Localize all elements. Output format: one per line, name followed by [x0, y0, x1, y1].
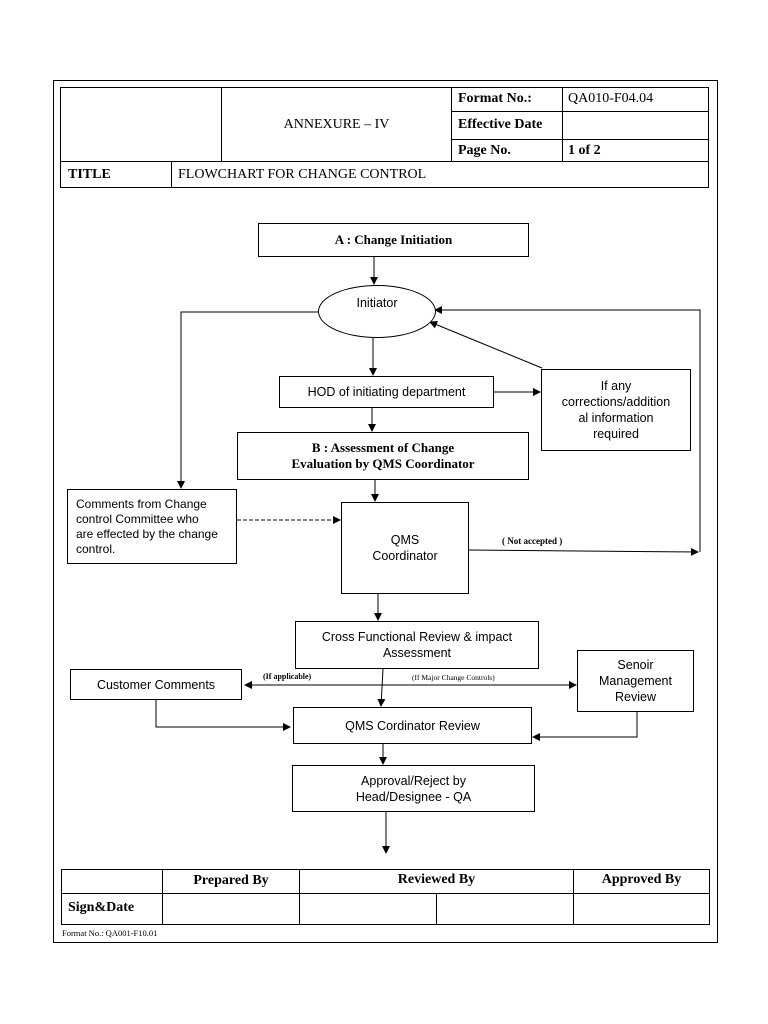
if-applicable-label: (If applicable)	[263, 672, 312, 681]
change-initiation-text: A : Change Initiation	[334, 232, 453, 247]
approval-line-1: Approval/Reject by	[361, 773, 466, 788]
footer-format-no: Format No.: QA001-F10.01	[62, 928, 158, 938]
reviewed-by-label: Reviewed By	[397, 872, 476, 887]
corrections-box: If any corrections/addition al informati…	[541, 369, 691, 451]
arrow-initiator-to-comments	[177, 311, 318, 489]
title-value-cell	[171, 161, 709, 188]
corrections-line-4: required	[593, 427, 639, 441]
reviewed-sign-field-1[interactable]	[299, 893, 437, 925]
cross-functional-box: Cross Functional Review & impact Assessm…	[295, 621, 539, 669]
page-frame	[53, 80, 718, 943]
committee-line-4: control.	[76, 541, 116, 556]
arrow-corrections-to-initiator	[429, 320, 543, 369]
prepared-sign-field[interactable]	[162, 893, 300, 925]
qms-review-text: QMS Cordinator Review	[345, 718, 480, 733]
format-label: Format No.:	[458, 91, 532, 106]
arrow-loop-to-initiator	[434, 306, 701, 552]
cross-line-1: Cross Functional Review & impact	[321, 630, 513, 644]
assessment-line-1: B : Assessment of Change	[311, 440, 455, 455]
reviewed-sign-field-2[interactable]	[436, 893, 574, 925]
customer-comments-box: Customer Comments	[70, 669, 242, 700]
arrow-qms-not-accepted	[468, 547, 699, 556]
assessment-line-2: Evaluation by QMS Coordinator	[291, 456, 475, 471]
committee-line-2: control Committee who	[76, 511, 199, 526]
initiator-text: Initiator	[356, 296, 398, 310]
prepared-by-label: Prepared By	[193, 873, 269, 888]
approved-by-label: Approved By	[601, 872, 682, 887]
senior-line-3: Review	[615, 690, 656, 704]
hod-box: HOD of initiating department	[279, 376, 494, 408]
annexure-label: ANNEXURE – IV	[283, 117, 390, 132]
senior-line-1: Senoir	[617, 658, 654, 672]
change-initiation-box: A : Change Initiation	[258, 223, 529, 257]
corrections-line-1: If any	[600, 379, 632, 393]
qms-line-1: QMS	[390, 533, 420, 547]
qms-coordinator-box: QMS Coordinator	[341, 502, 469, 594]
approval-box: Approval/Reject by Head/Designee - QA	[292, 765, 535, 812]
cross-line-2: Assessment	[382, 646, 452, 660]
page-no-label: Page No.	[458, 143, 511, 158]
arrow-cross-to-review	[377, 668, 386, 707]
not-accepted-label: ( Not accepted )	[502, 536, 563, 546]
approved-sign-field[interactable]	[573, 893, 710, 925]
format-value: QA010-F04.04	[568, 91, 654, 106]
committee-line-3: are effected by the change	[76, 526, 218, 541]
corrections-line-3: al information	[578, 411, 654, 425]
senior-line-2: Management	[599, 674, 672, 688]
signoff-blank-header	[61, 869, 163, 894]
committee-comments-box: Comments from Change control Committee w…	[67, 489, 237, 564]
qms-line-2: Coordinator	[372, 549, 438, 563]
hod-text: HOD of initiating department	[307, 385, 466, 399]
effective-date-label: Effective Date	[458, 117, 543, 132]
title-label: TITLE	[68, 167, 111, 182]
approval-line-2: Head/Designee - QA	[355, 789, 472, 804]
committee-line-1: Comments from Change	[76, 496, 207, 511]
initiator-ellipse: Initiator	[318, 285, 436, 338]
assessment-box: B : Assessment of Change Evaluation by Q…	[237, 432, 529, 480]
arrow-customer-to-review	[155, 700, 291, 731]
qms-review-box: QMS Cordinator Review	[293, 707, 532, 744]
senior-review-box: Senoir Management Review	[577, 650, 694, 712]
title-value: FLOWCHART FOR CHANGE CONTROL	[178, 167, 427, 182]
customer-comments-text: Customer Comments	[96, 677, 216, 692]
if-major-label: (If Major Change Controls)	[412, 673, 495, 682]
arrow-senior-to-review	[532, 712, 638, 741]
sign-date-label: Sign&Date	[68, 900, 135, 915]
corrections-line-2: corrections/addition	[561, 395, 671, 409]
page-no-value: 1 of 2	[568, 143, 601, 158]
